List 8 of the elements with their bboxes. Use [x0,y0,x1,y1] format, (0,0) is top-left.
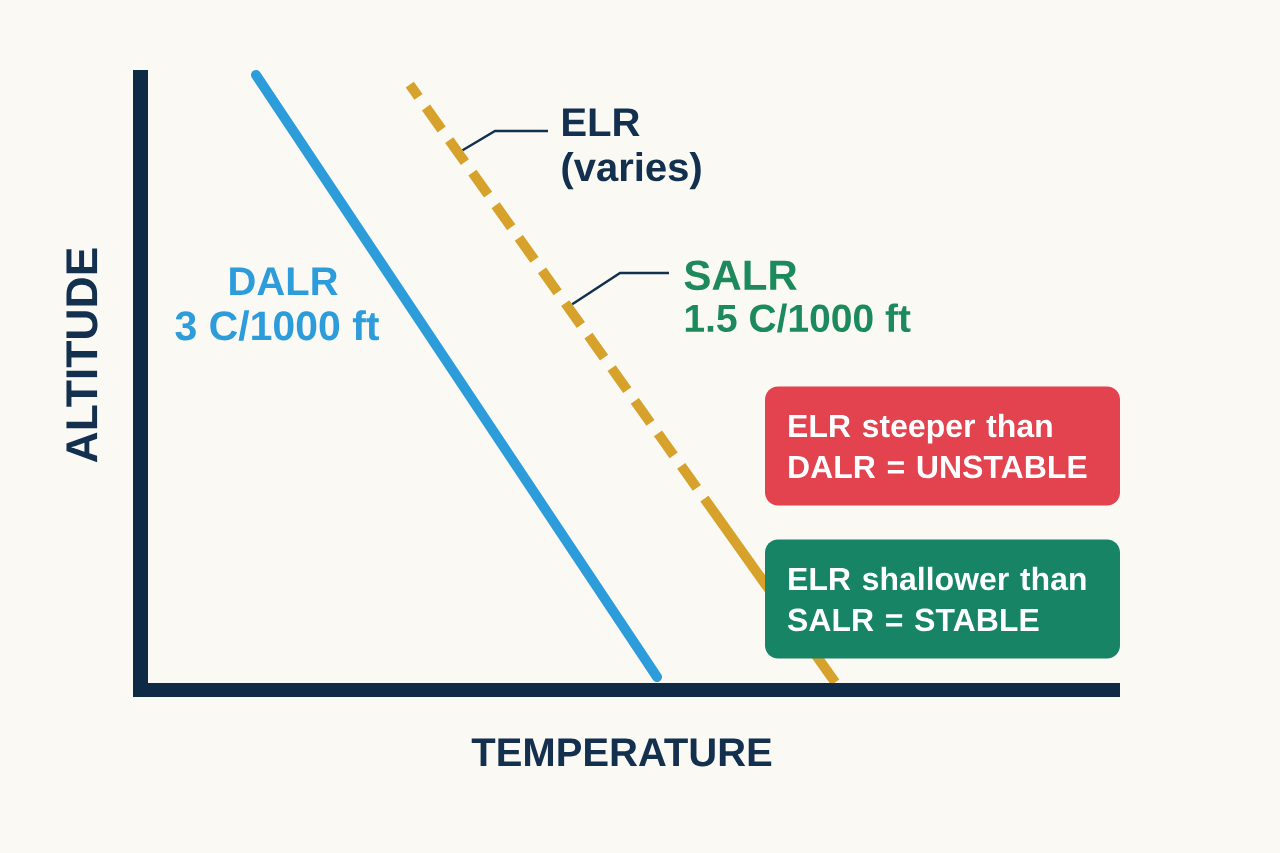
leader-line [461,129,548,152]
info-box: ELR steeper than DALR = UNSTABLE [765,386,1120,506]
info-box: ELR shallower than SALR = STABLE [765,539,1120,659]
line-label: DALR [230,267,338,295]
leader-line [571,271,669,306]
axis-title: TEMPERATURE [471,738,772,767]
line-label: SALR 1.5 C/1000 ft [684,260,911,333]
axis-title: ALTITUDE [66,248,98,463]
